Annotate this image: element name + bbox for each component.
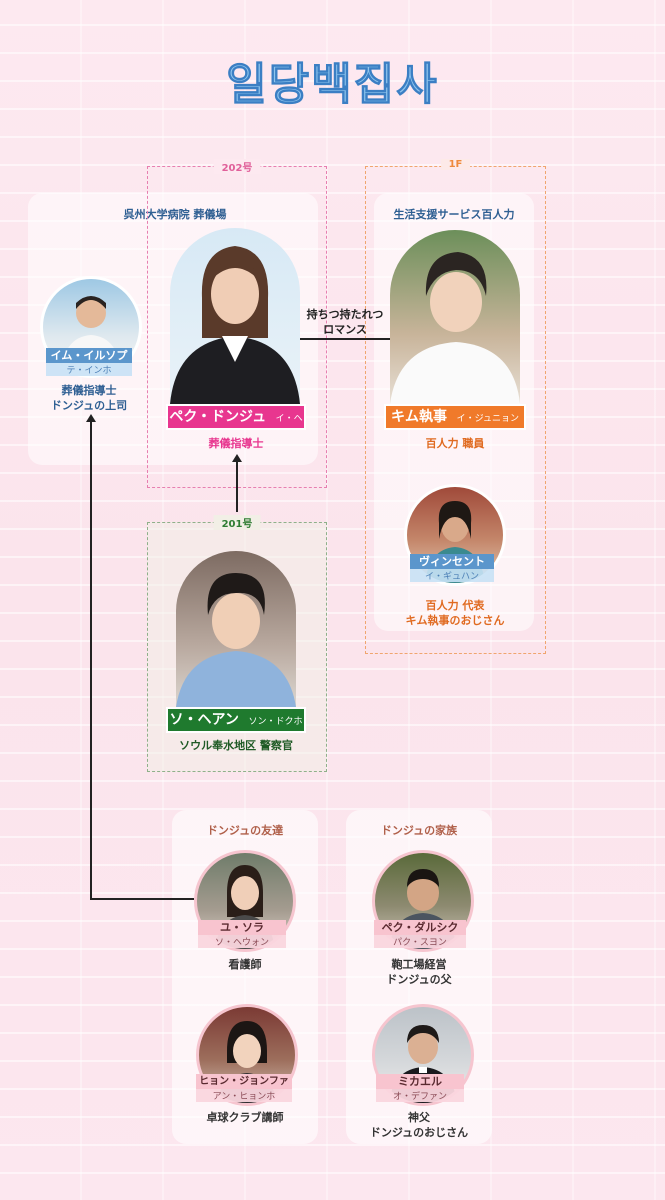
room-1f-frame: 1F (365, 159, 546, 654)
friend-line-arrowhead (86, 414, 96, 422)
support-title: 生活支援サービス百人力 (393, 208, 515, 221)
dalsik-role2: ドンジュの父 (386, 973, 452, 986)
kim-actor: イ・ジュニョン (456, 414, 519, 424)
family-title: ドンジュの家族 (380, 824, 458, 837)
baek-name: ペク・ドンジュ (169, 409, 267, 425)
room-201-label: 201号 (213, 515, 261, 530)
so-role1: ソウル奉水地区 警察官 (179, 739, 293, 752)
baek-role1: 葬儀指導士 (208, 437, 264, 450)
im-role1: 葬儀指導士 (61, 384, 117, 397)
hyon-role1: 卓球クラブ講師 (206, 1111, 284, 1124)
so-name-banner: ソ・ヘアン ソン・ドクホ (166, 707, 306, 733)
im-name: イム・イルソプ (46, 348, 132, 363)
michael-name: ミカエル (376, 1074, 464, 1089)
dalsik-actor: パク・スヨン (374, 935, 466, 948)
friend-line-horizontal (90, 898, 194, 900)
relation-line2: ロマンス (323, 323, 367, 336)
room-1f-label: 1F (440, 159, 471, 170)
yu-actor: ソ・ヘウォン (198, 935, 286, 948)
person-icon (390, 252, 520, 404)
so-name: ソ・ヘアン (169, 712, 239, 728)
arrow-201-to-202-head (232, 454, 242, 462)
kim-role1: 百人力 職員 (425, 437, 485, 450)
friends-title: ドンジュの友達 (206, 824, 284, 837)
michael-role2: ドンジュのおじさん (369, 1126, 469, 1139)
vincent-actor: イ・ギュハン (410, 569, 494, 582)
yu-name: ユ・ソラ (198, 920, 286, 935)
vincent-role1: 百人力 代表 (425, 599, 485, 612)
person-icon (176, 573, 296, 707)
michael-role1: 神父 (408, 1111, 430, 1124)
relation-line1: 持ちつ持たれつ (306, 308, 384, 321)
so-actor: ソン・ドクホ (248, 717, 303, 727)
baek-name-banner: ペク・ドンジュ イ・ヘリ (166, 404, 306, 446)
baek-actor: イ・ヘリ (231, 414, 303, 446)
dalsik-role1: 鞄工場経営 (391, 958, 447, 971)
person-icon (170, 246, 300, 404)
room-202-label: 202号 (213, 159, 261, 174)
relation-line (300, 338, 390, 340)
vincent-role2: キム執事のおじさん (405, 614, 505, 627)
friend-line-vertical (90, 420, 92, 899)
kim-name: キム執事 (391, 409, 448, 425)
hospital-title: 呉州大学病院 葬儀場 (123, 208, 227, 221)
baek-portrait (170, 228, 300, 404)
michael-actor: オ・デファン (376, 1089, 464, 1102)
drama-logo: 일당백집사 (226, 59, 439, 111)
arrow-201-to-202-line (236, 460, 238, 512)
kim-name-banner: キム執事 イ・ジュニョン (384, 404, 526, 430)
yu-role1: 看護師 (228, 958, 262, 971)
so-portrait (176, 551, 296, 707)
hyon-name: ヒョン・ジョンファ (196, 1074, 292, 1089)
dalsik-name: ペク・ダルシク (374, 920, 466, 935)
im-role2: ドンジュの上司 (50, 399, 128, 412)
im-actor: テ・インホ (46, 363, 132, 376)
vincent-name: ヴィンセント (410, 554, 494, 569)
hyon-actor: アン・ヒョンホ (196, 1089, 292, 1102)
kim-portrait (390, 230, 520, 404)
